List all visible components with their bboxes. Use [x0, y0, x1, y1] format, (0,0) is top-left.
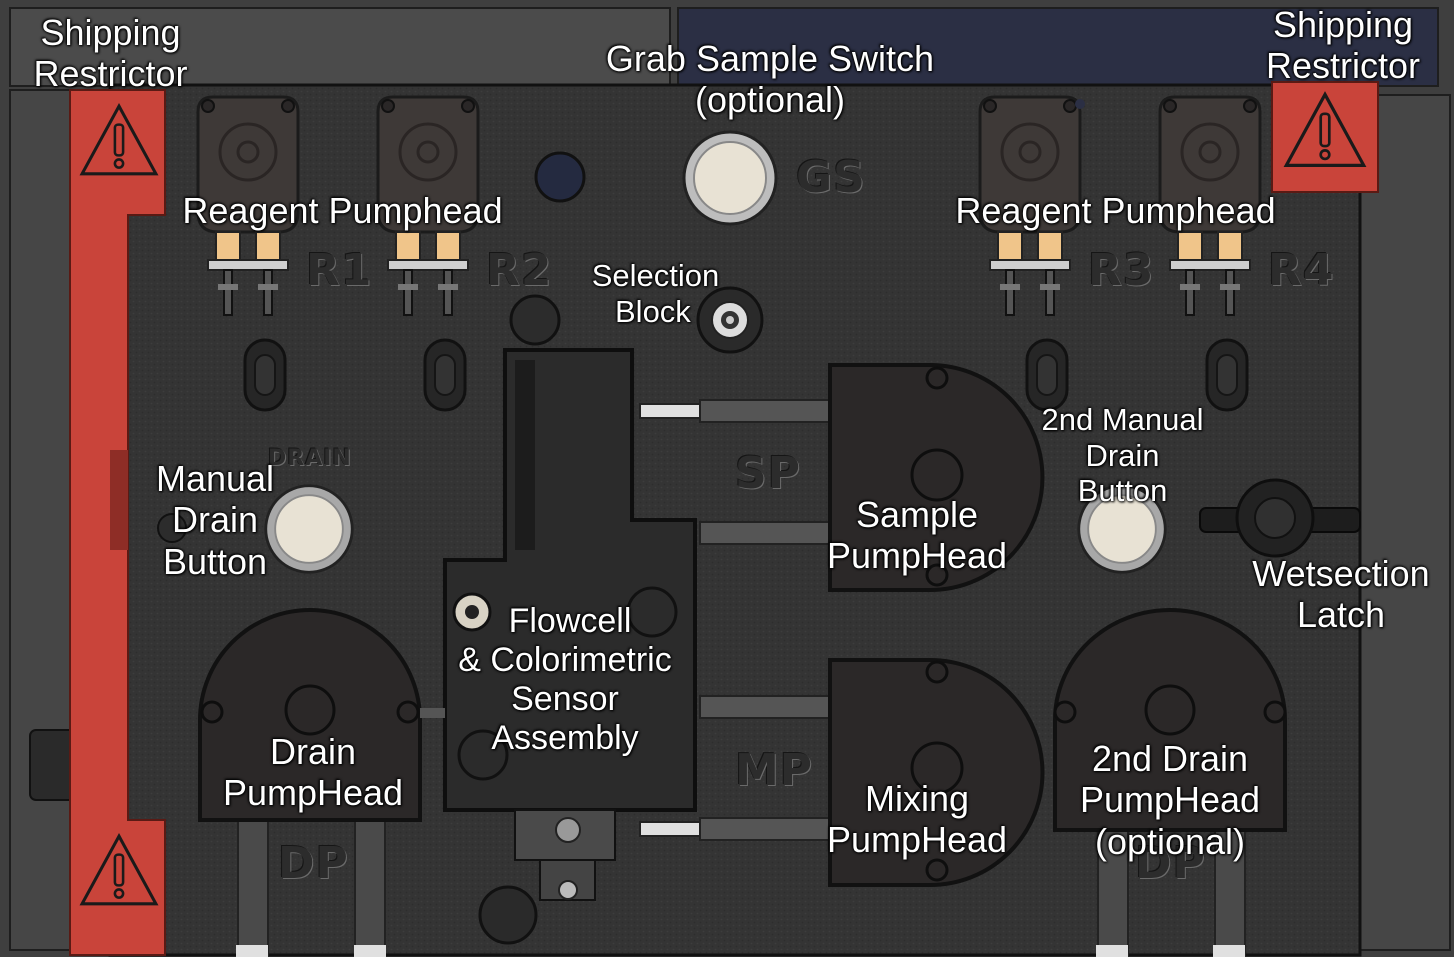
- r4-embossed-label: R4: [1268, 245, 1335, 296]
- second-manual-drain-button-label: 2nd Manual Drain Button: [1041, 402, 1204, 509]
- second-drain-pumphead-label: 2nd Drain PumpHead (optional): [1079, 738, 1261, 862]
- flowcell-assembly-label: Flowcell & Colorimetric Sensor Assembly: [458, 602, 672, 758]
- sample-pumphead-label: Sample PumpHead: [826, 494, 1008, 577]
- dp-left-embossed-label: DP: [278, 838, 349, 889]
- reagent-pumphead-left-label: Reagent Pumphead: [182, 190, 503, 231]
- dp-right-embossed-label: DP: [1135, 838, 1206, 889]
- reagent-pumphead-right-label: Reagent Pumphead: [955, 190, 1276, 231]
- grab-sample-switch-label: Grab Sample Switch (optional): [605, 38, 935, 121]
- shipping-restrictor-left-label: Shipping Restrictor: [33, 12, 188, 95]
- drain-pumphead-label: Drain PumpHead: [222, 731, 404, 814]
- gs-embossed-label: GS: [796, 152, 866, 203]
- mp-embossed-label: MP: [735, 745, 814, 796]
- r2-embossed-label: R2: [486, 245, 553, 296]
- r3-embossed-label: R3: [1088, 245, 1155, 296]
- manual-drain-button-label: Manual Drain Button: [155, 458, 275, 582]
- drain-embossed-label: DRAIN: [268, 446, 352, 471]
- r1-embossed-label: R1: [306, 245, 373, 296]
- shipping-restrictor-right-label: Shipping Restrictor: [1265, 4, 1421, 87]
- sp-embossed-label: SP: [735, 448, 801, 499]
- mixing-pumphead-label: Mixing PumpHead: [826, 778, 1008, 861]
- selection-block-label: Selection Block: [591, 258, 720, 329]
- wetsection-latch-label: Wetsection Latch: [1252, 553, 1430, 636]
